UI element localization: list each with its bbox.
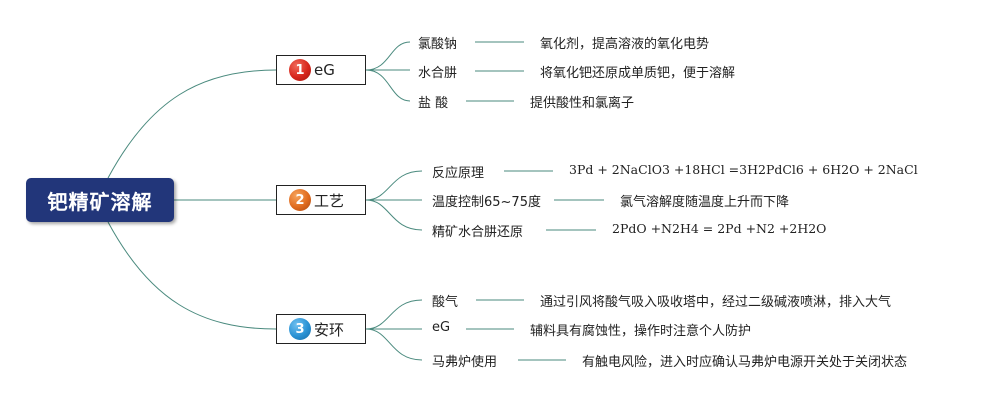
leaf-item-3-1[interactable]: 酸气 <box>432 295 459 310</box>
leaf-item-2-3[interactable]: 精矿水合肼还原 <box>432 225 524 240</box>
branch-node-3[interactable]: 3 安环 <box>276 314 366 344</box>
number-badge-3: 3 <box>289 318 311 340</box>
number-badge-1: 1 <box>289 59 311 81</box>
branch-node-1[interactable]: 1 eG <box>276 55 366 85</box>
leaf-desc-2-3: 2PdO +N2H4 = 2Pd +N2 +2H2O <box>612 221 827 236</box>
branch-label-3: 安环 <box>314 320 345 339</box>
leaf-desc-1-2: 将氧化钯还原成单质钯，便于溶解 <box>540 66 736 81</box>
branch-3-fan <box>365 299 423 361</box>
leaf-desc-3-3: 有触电风险，进入时应确认马弗炉电源开关处于关闭状态 <box>582 355 908 370</box>
root-to-branch-3 <box>107 221 277 330</box>
branch-label-2: 工艺 <box>314 191 345 210</box>
leaf-item-1-2[interactable]: 水合肼 <box>418 66 458 81</box>
root-label: 钯精矿溶解 <box>47 189 153 214</box>
leaf-desc-1-3: 提供酸性和氯离子 <box>530 96 635 111</box>
number-badge-2: 2 <box>289 189 311 211</box>
leaf-desc-3-1: 通过引风将酸气吸入吸收塔中，经过二级碱液喷淋，排入大气 <box>540 295 892 310</box>
root-to-branch-1 <box>107 69 277 179</box>
leaf-item-1-1[interactable]: 氯酸钠 <box>418 37 458 52</box>
leaf-item-3-2[interactable]: eG <box>432 320 451 335</box>
leaf-item-2-2[interactable]: 温度控制65~75度 <box>432 195 541 210</box>
leaf-item-2-1[interactable]: 反应原理 <box>432 166 485 181</box>
leaf-desc-2-1: 3Pd + 2NaClO3 +18HCl =3H2PdCl6 + 6H2O + … <box>569 162 918 177</box>
branch-2-fan <box>365 170 423 231</box>
leaf-item-3-3[interactable]: 马弗炉使用 <box>432 355 498 370</box>
leaf-item-1-3[interactable]: 盐 酸 <box>418 96 449 111</box>
leaf-desc-2-2: 氯气溶解度随温度上升而下降 <box>620 195 790 210</box>
branch-label-1: eG <box>314 61 335 79</box>
branch-1-fan <box>365 41 411 102</box>
leaf-desc-3-2: 辅料具有腐蚀性，操作时注意个人防护 <box>530 324 752 339</box>
leaf-desc-1-1: 氧化剂，提高溶液的氧化电势 <box>540 37 710 52</box>
branch-node-2[interactable]: 2 工艺 <box>276 185 366 215</box>
root-node[interactable]: 钯精矿溶解 <box>26 178 174 222</box>
